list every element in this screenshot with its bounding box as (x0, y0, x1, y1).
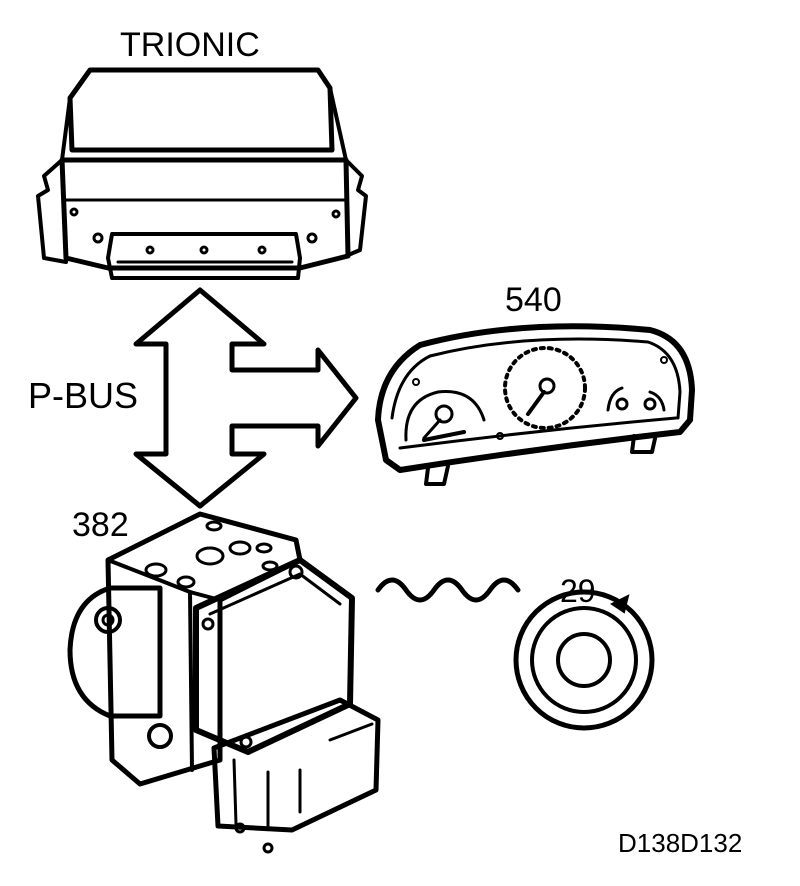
p-bus-arrow-icon (133, 287, 359, 509)
p-bus-label: P-BUS (28, 375, 139, 416)
figure-code-label: D138D132 (618, 828, 743, 858)
instrument-cluster-icon (375, 323, 695, 486)
rotation-arrow-icon (610, 594, 630, 614)
signal-wave-icon (375, 577, 521, 603)
trionic-ecu-icon (36, 67, 368, 280)
trionic-label: TRIONIC (120, 26, 260, 64)
abs-unit-icon (67, 511, 381, 854)
sensor-ring-icon (513, 589, 655, 731)
abs-unit-label: 382 (72, 506, 129, 544)
sensor-label: 29 (560, 573, 596, 609)
instrument-cluster-label: 540 (505, 281, 562, 319)
